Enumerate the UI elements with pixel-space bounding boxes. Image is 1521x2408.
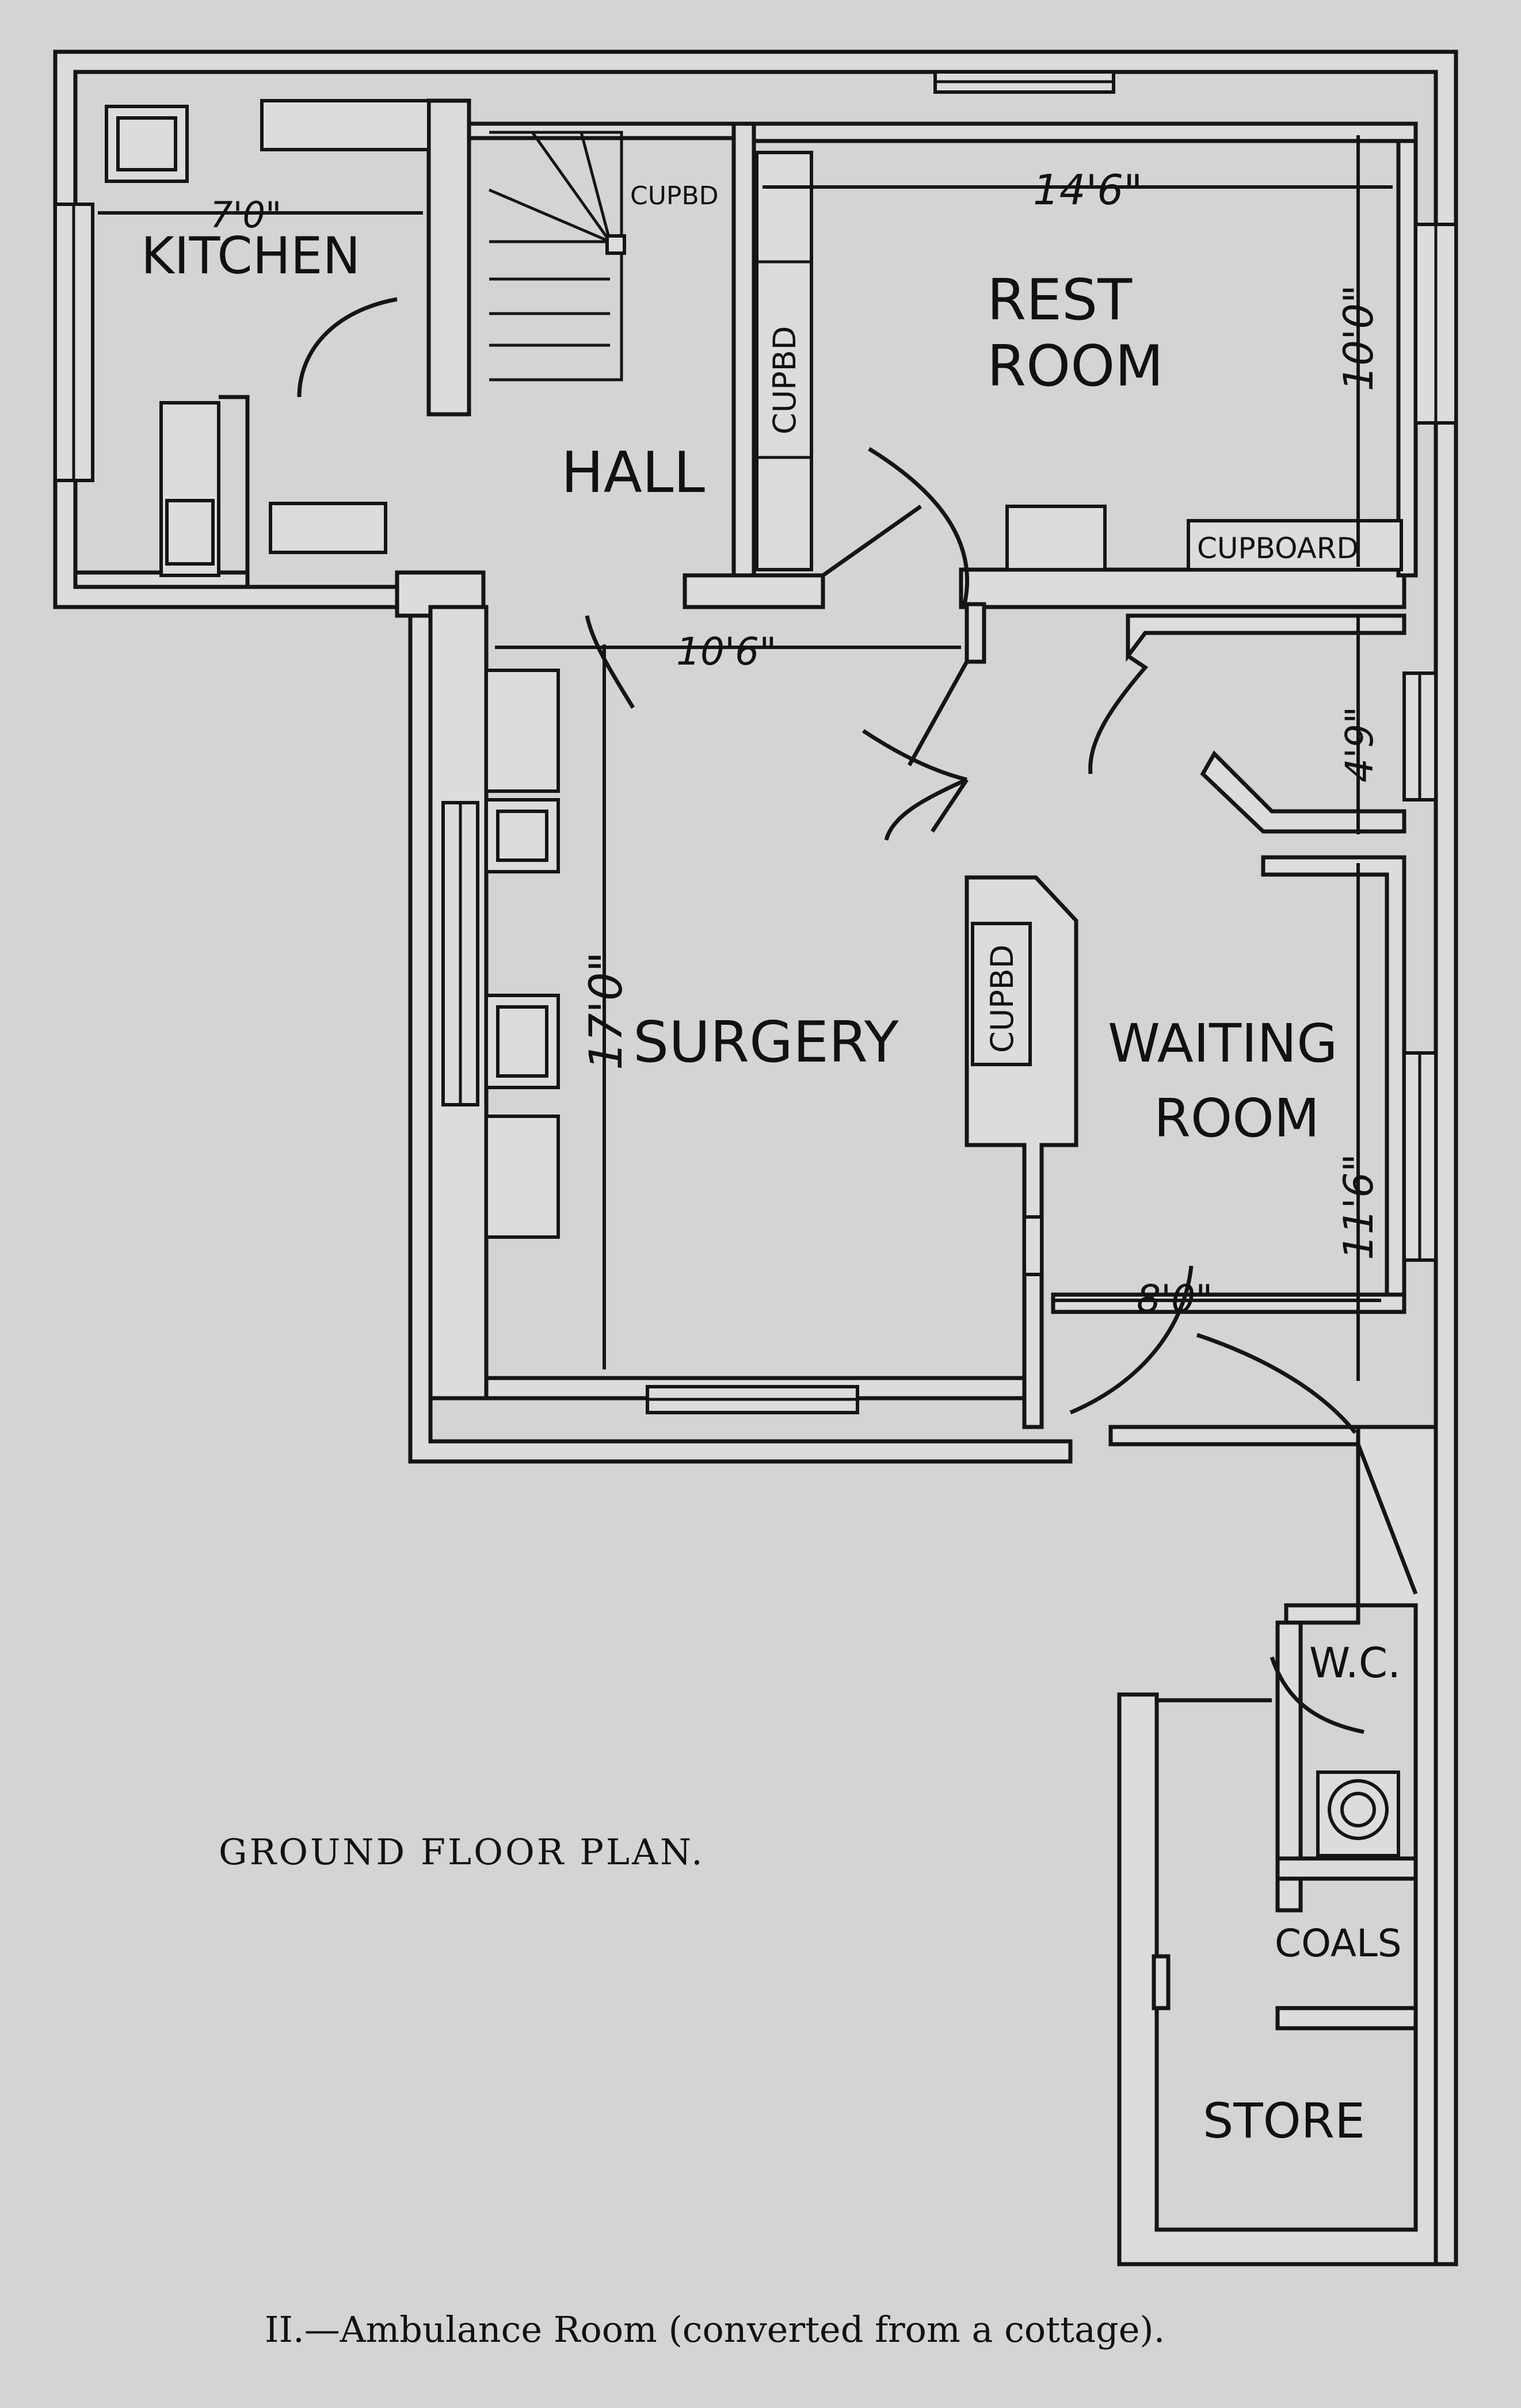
label-surgery: SURGERY	[633, 1010, 899, 1075]
figure-caption: II.—Ambulance Room (converted from a cot…	[265, 2308, 1165, 2350]
surgery-fixtures	[485, 669, 1032, 1239]
rest-room-fixtures	[1005, 505, 1403, 571]
label-hall: HALL	[561, 440, 705, 506]
door-swings	[585, 447, 1418, 1734]
dim-lobby-depth: 4'9"	[1337, 707, 1382, 783]
label-vertical-cupboard: CUPBD	[767, 326, 803, 434]
label-wc: W.C.	[1309, 1639, 1401, 1687]
label-coals: COALS	[1275, 1921, 1402, 1966]
dim-kitchen-width: 7'0"	[210, 194, 281, 236]
inner-walls	[73, 98, 1418, 1429]
label-rest-room-cupboard: CUPBOARD	[1197, 532, 1359, 565]
dim-waiting-room-depth: 11'6"	[1335, 1154, 1382, 1260]
label-waiting-room-line2: ROOM	[1154, 1087, 1320, 1149]
dim-rest-room-width: 14'6"	[1033, 166, 1142, 214]
outbuilding	[1117, 1425, 1438, 2266]
label-surgery-cupboard: CUPBD	[984, 945, 1020, 1053]
label-kitchen: KITCHEN	[141, 226, 360, 285]
label-store: STORE	[1203, 2093, 1365, 2149]
kitchen-fixtures	[105, 99, 430, 577]
label-rest-room-line1: REST	[987, 268, 1133, 333]
wc-fixture	[1316, 1770, 1400, 1857]
dim-hall-width: 10'6"	[676, 629, 776, 674]
dimension-lines	[98, 135, 1393, 1381]
dim-surgery-depth: 17'0"	[581, 952, 632, 1070]
plan-title: GROUND FLOOR PLAN.	[219, 1831, 705, 1873]
dim-waiting-room-width: 8'0"	[1137, 1277, 1213, 1321]
staircase	[489, 131, 626, 381]
hall-cupboard-stack	[755, 151, 813, 571]
dim-rest-room-depth: 10'0"	[1335, 285, 1382, 391]
label-rest-room-line2: ROOM	[987, 334, 1164, 399]
label-hall-cupboard: CUPBD	[630, 181, 719, 211]
windows	[54, 70, 1458, 1414]
label-waiting-room-line1: WAITING	[1108, 1013, 1337, 1074]
